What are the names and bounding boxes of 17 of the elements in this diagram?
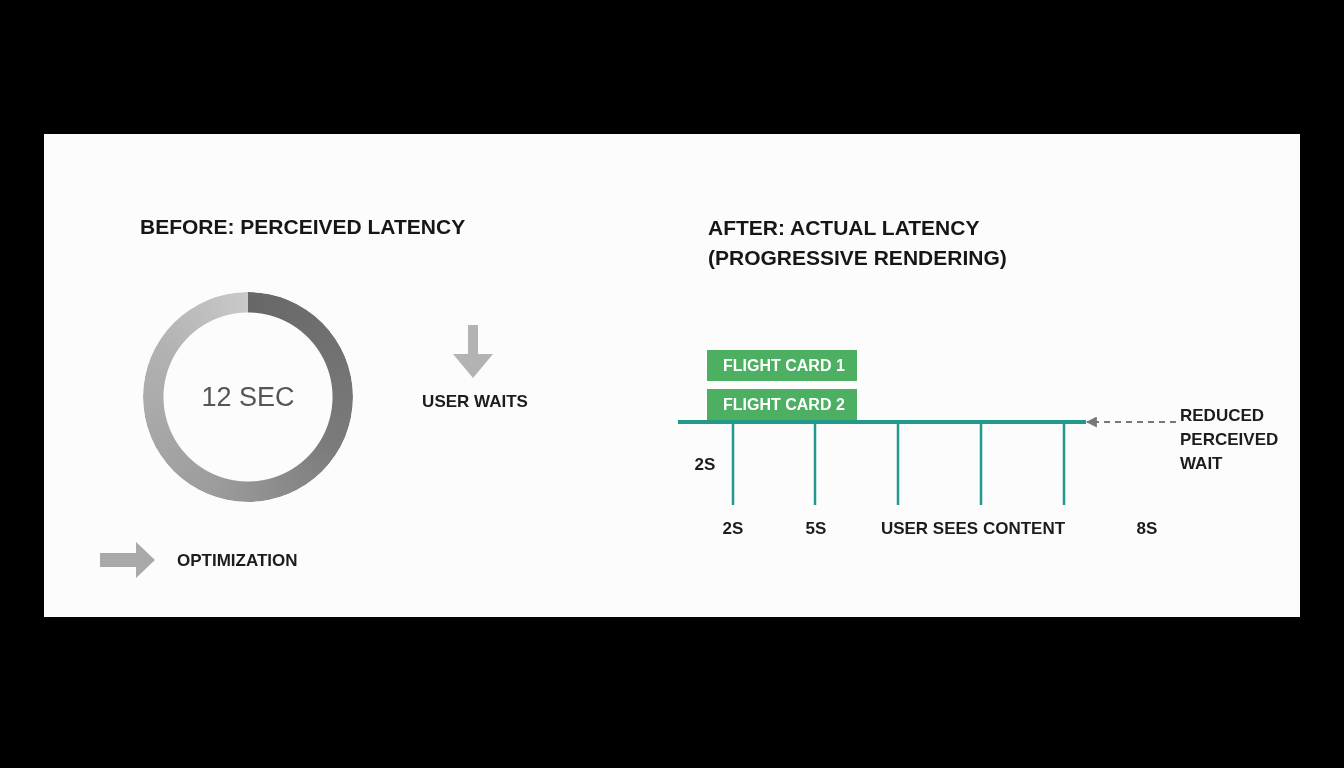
section-heading: BEFORE: PERCEIVED LATENCY	[140, 214, 466, 240]
timeline-bar	[678, 420, 1086, 424]
section-heading: AFTER: ACTUAL LATENCY (PROGRESSIVE RENDERING)	[708, 215, 1008, 271]
time-label: 8S	[1136, 518, 1158, 540]
step-label: OPTIMIZATION	[177, 550, 298, 572]
flight-card	[707, 389, 857, 420]
milestone-label: USER SEES CONTENT	[880, 518, 1066, 540]
time-label: 2S	[722, 518, 744, 540]
card-title: FLIGHT CARD 2	[723, 395, 845, 415]
card-title: FLIGHT CARD 1	[723, 356, 845, 376]
duration-value: 12 SEC	[201, 381, 295, 413]
time-label: 5S	[805, 518, 827, 540]
time-label: 2S	[694, 454, 716, 476]
flight-card	[707, 350, 857, 381]
dashed-arrow	[1085, 416, 1177, 428]
status-label: USER WAITS	[422, 391, 528, 413]
annotation-text: REDUCED PERCEIVED WAIT	[1180, 404, 1284, 476]
